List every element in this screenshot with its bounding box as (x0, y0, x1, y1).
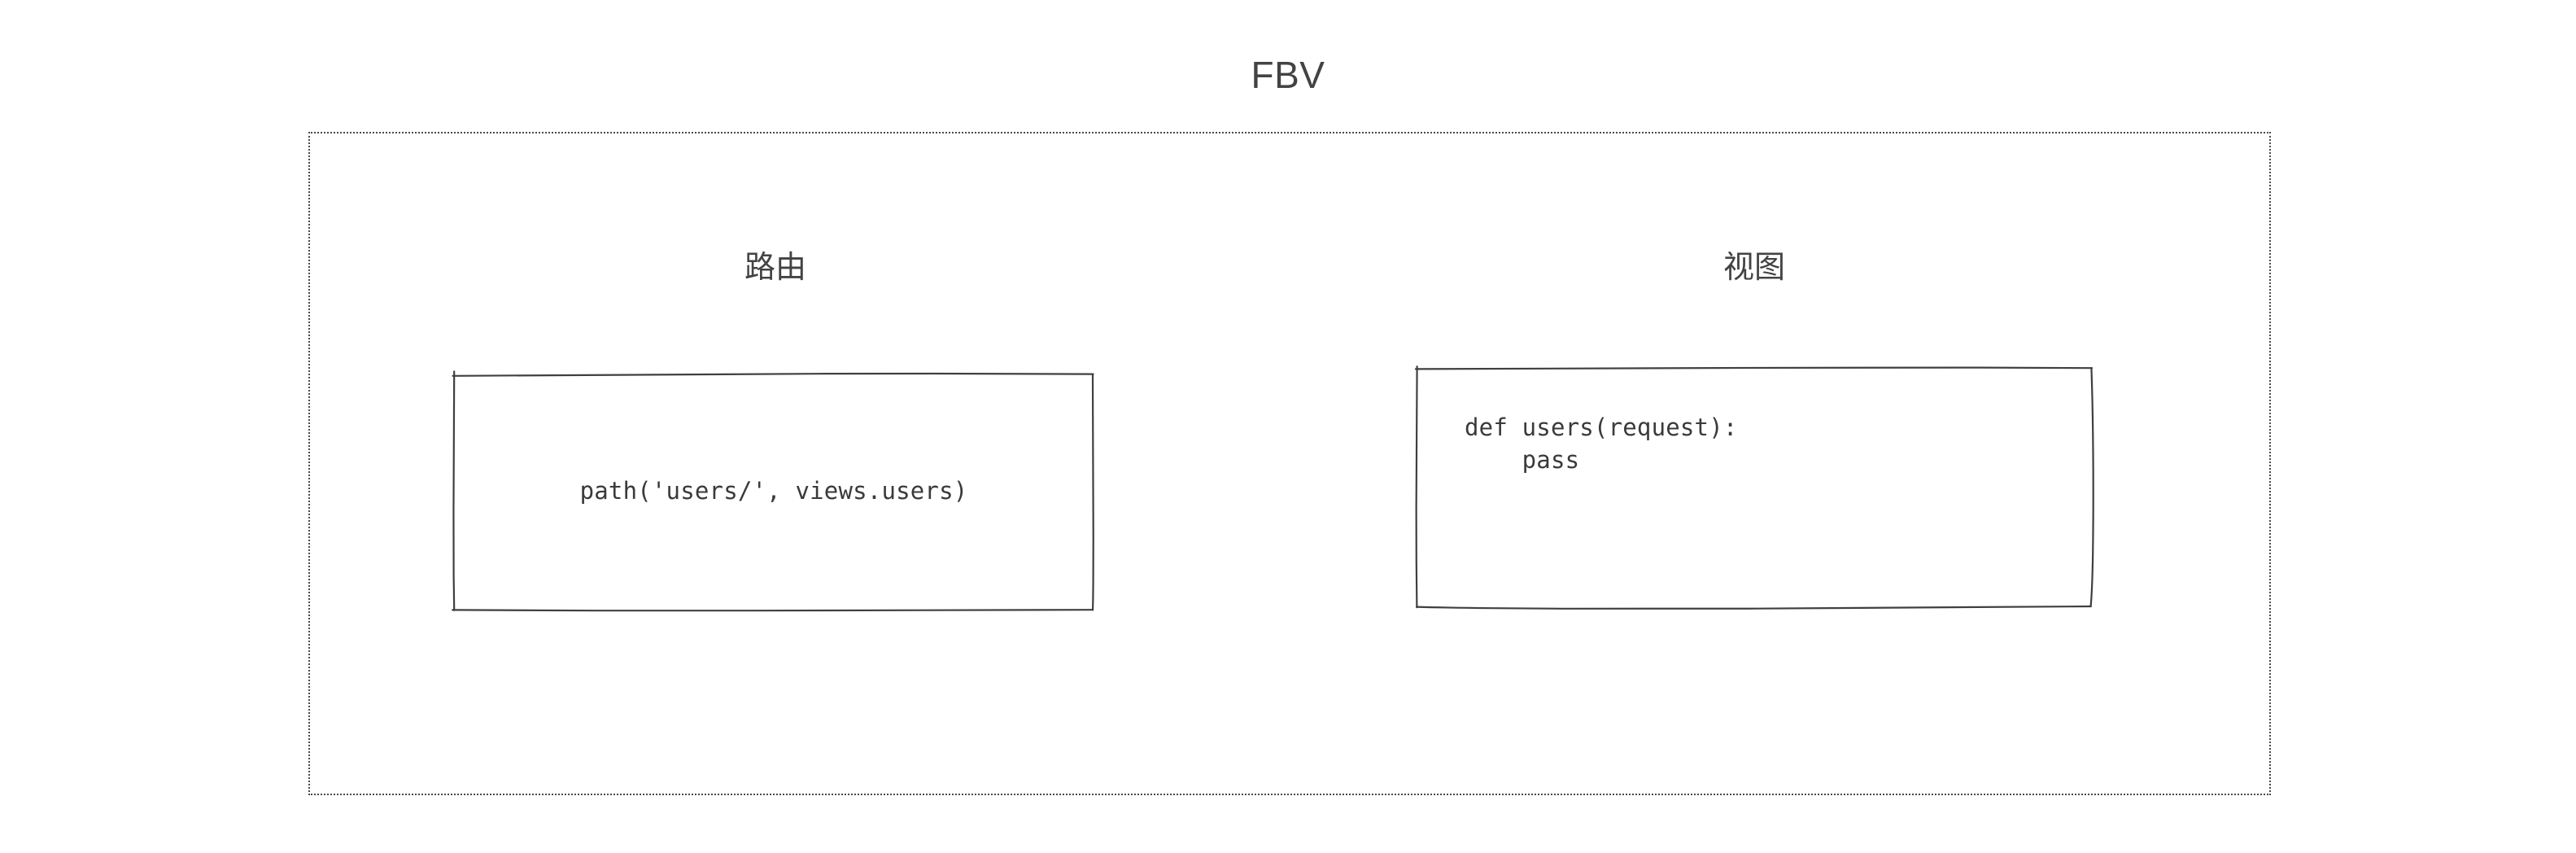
route-code-box (452, 370, 1094, 612)
view-code-box (1414, 365, 2094, 610)
route-code-text: path('users/', views.users) (579, 476, 968, 505)
group-view-label: 视图 (1722, 251, 1785, 285)
group-route-label: 路由 (744, 251, 806, 285)
dotted-container-frame (308, 132, 2271, 795)
diagram-title: FBV (1251, 54, 1325, 96)
group-view: 视图 def users(request): pass (1414, 249, 2094, 615)
group-route: 路由 path('users/', views.users) (452, 249, 1097, 615)
view-code-text: def users(request): pass (1465, 413, 1738, 475)
